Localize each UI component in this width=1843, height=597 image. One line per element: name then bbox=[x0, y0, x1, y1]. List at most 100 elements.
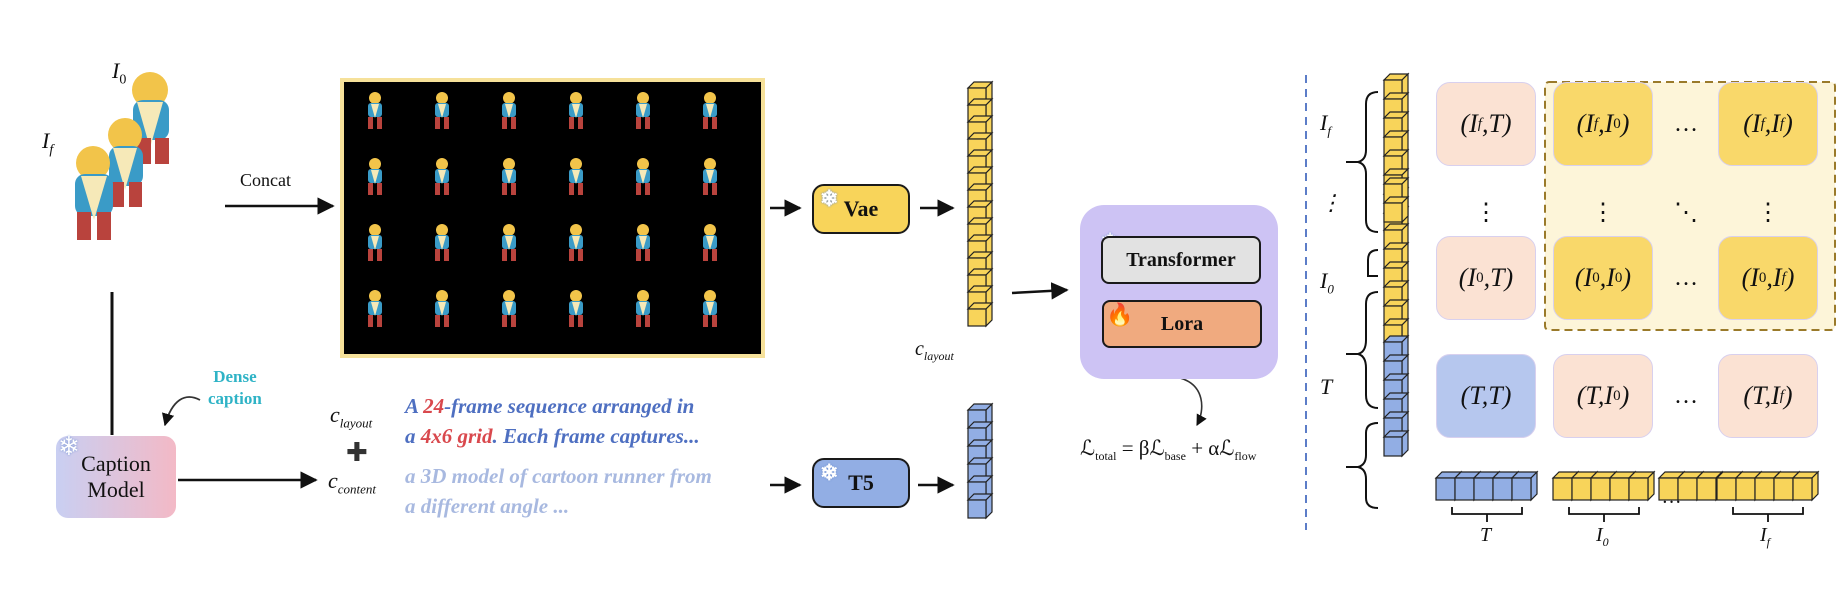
runner-frame bbox=[429, 158, 455, 195]
token-cube bbox=[1773, 477, 1794, 501]
token-cube bbox=[967, 499, 987, 519]
runner-frame bbox=[362, 290, 388, 327]
t5-token-stack bbox=[966, 402, 994, 520]
token-cube bbox=[1754, 477, 1775, 501]
row-label: If bbox=[1320, 110, 1331, 139]
token-cube bbox=[1628, 477, 1649, 501]
bottom-label: If bbox=[1760, 524, 1771, 549]
token-cube bbox=[1492, 477, 1513, 501]
caption-line-1: A 24-frame sequence arranged in bbox=[405, 394, 695, 418]
bottom-label: T bbox=[1480, 524, 1492, 546]
runner-frame bbox=[697, 224, 723, 261]
token-cube bbox=[1383, 202, 1403, 223]
fire-icon: 🔥 bbox=[1106, 302, 1134, 327]
dense-caption-label: Dense caption bbox=[208, 367, 262, 408]
loss-formula: ℒtotal = βℒbase + αℒflow bbox=[1080, 436, 1257, 464]
bottom-token-bar bbox=[1434, 470, 1820, 502]
lora-block: 🔥 Lora bbox=[1102, 300, 1262, 348]
runner-frame bbox=[630, 158, 656, 195]
transformer-panel bbox=[1080, 205, 1278, 379]
token-cube bbox=[1473, 477, 1494, 501]
runner-frame bbox=[697, 290, 723, 327]
runner-frame bbox=[429, 92, 455, 129]
snowflake-icon: ❄ bbox=[820, 186, 839, 211]
runner-frame bbox=[362, 92, 388, 129]
row-label: I0 bbox=[1320, 268, 1334, 297]
runner-frame bbox=[429, 224, 455, 261]
token-cube bbox=[1696, 477, 1717, 501]
token-cube bbox=[1571, 477, 1592, 501]
t5-block: ❄ T5 bbox=[812, 458, 910, 508]
token-cube bbox=[1383, 436, 1403, 457]
token-cube bbox=[1792, 477, 1813, 501]
token-cube bbox=[1454, 477, 1475, 501]
dots-token-stack bbox=[1382, 176, 1410, 224]
label-if: If bbox=[42, 128, 54, 158]
c-content-label: ccontent bbox=[328, 468, 377, 497]
matrix-cell: ⋮ bbox=[1756, 199, 1780, 226]
bottom-brackets bbox=[1451, 507, 1804, 522]
dense-caption-arrow bbox=[161, 396, 201, 427]
runner-frame bbox=[496, 224, 522, 261]
caption-model-block: ❄ Caption Model bbox=[56, 432, 176, 518]
transformer-block: Transformer bbox=[1101, 236, 1261, 284]
caption-line-2: a 4x6 grid. Each frame captures... bbox=[405, 424, 700, 448]
matrix-cell: ⋮ bbox=[1474, 199, 1498, 226]
plus-icon: ✚ bbox=[346, 438, 368, 467]
token-cube bbox=[1552, 477, 1573, 501]
bottom-label: … bbox=[1663, 486, 1681, 508]
runner-frame bbox=[429, 290, 455, 327]
character-stack bbox=[75, 72, 169, 240]
runner-frame bbox=[563, 158, 589, 195]
token-cube bbox=[1435, 477, 1456, 501]
runner-frame bbox=[362, 158, 388, 195]
runner-frame bbox=[496, 290, 522, 327]
t-token-stack bbox=[1382, 334, 1410, 458]
loss-arrow bbox=[1179, 377, 1207, 426]
vae-token-stack bbox=[966, 80, 994, 328]
matrix-cell: ⋮ bbox=[1591, 199, 1615, 226]
matrix-cell: … bbox=[1674, 382, 1698, 409]
runner-frame bbox=[697, 158, 723, 195]
snowflake-icon: ❄ bbox=[820, 460, 839, 485]
character-figure bbox=[75, 146, 113, 240]
runner-frame bbox=[496, 92, 522, 129]
runner-frame bbox=[563, 290, 589, 327]
character-figure bbox=[108, 118, 143, 207]
row-label: T bbox=[1320, 374, 1333, 399]
matrix-cell: … bbox=[1674, 110, 1698, 137]
matrix-cell: ⋱ bbox=[1674, 199, 1698, 226]
i0-token-stack bbox=[1382, 222, 1410, 346]
label-i0: I0 bbox=[112, 58, 127, 88]
runner-frame bbox=[630, 92, 656, 129]
token-cube bbox=[1716, 477, 1737, 501]
vae-block: ❄ Vae bbox=[812, 184, 910, 234]
row-brackets bbox=[1357, 91, 1379, 509]
tokens-to-transformer-arrow bbox=[1011, 282, 1069, 300]
caption-line-3: a 3D model of cartoon runner from bbox=[405, 464, 712, 488]
token-cube bbox=[1677, 477, 1698, 501]
runner-frame bbox=[362, 224, 388, 261]
runner-frame bbox=[563, 224, 589, 261]
snowflake-icon: ❄ bbox=[58, 432, 80, 461]
c-layout-label: clayout bbox=[330, 402, 373, 431]
row-label: ⋮ bbox=[1320, 190, 1342, 215]
token-cube bbox=[1735, 477, 1756, 501]
concat-label: Concat bbox=[240, 170, 291, 190]
frame-grid-image bbox=[340, 78, 765, 358]
c-layout-label-stack: clayout bbox=[915, 338, 954, 363]
token-cube bbox=[1590, 477, 1611, 501]
token-cube bbox=[1511, 477, 1532, 501]
token-cube bbox=[967, 308, 987, 327]
runner-frame bbox=[697, 92, 723, 129]
runner-frame bbox=[630, 290, 656, 327]
matrix-cell: (T,T) bbox=[1436, 354, 1536, 438]
